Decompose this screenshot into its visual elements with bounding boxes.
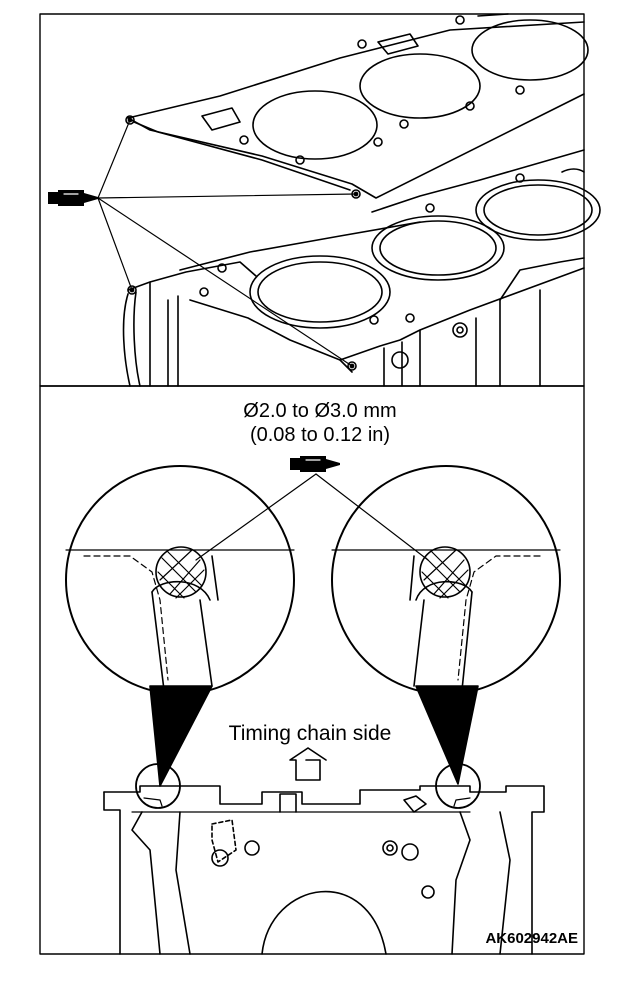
up-arrow-icon: [289, 747, 327, 781]
top-leader-lines: [97, 119, 357, 367]
sealant-bead-diameter-inches: (0.08 to 0.12 in): [249, 424, 391, 446]
sealant-bead-diameter: Ø2.0 to Ø3.0 mm: [243, 400, 397, 422]
sealant-tube-icon-bottom: [290, 456, 340, 472]
cylinder-head-gasket: [127, 13, 589, 199]
callout-wedge-right: [415, 685, 479, 785]
magnified-view-left: [65, 465, 295, 695]
figure-code: AK602942AE: [485, 930, 578, 947]
timing-chain-side-label: Timing chain side: [228, 722, 392, 745]
cylinder-block-top: [122, 149, 601, 387]
cylinder-block-front-view: [103, 763, 545, 955]
top-panel-frame: [39, 13, 585, 387]
callout-wedge-left: [149, 685, 213, 787]
sealant-tube-icon: [48, 190, 98, 206]
bottom-panel-frame: [39, 385, 585, 955]
magnified-view-right: [331, 465, 561, 695]
bottom-leader-lines: [195, 473, 429, 561]
